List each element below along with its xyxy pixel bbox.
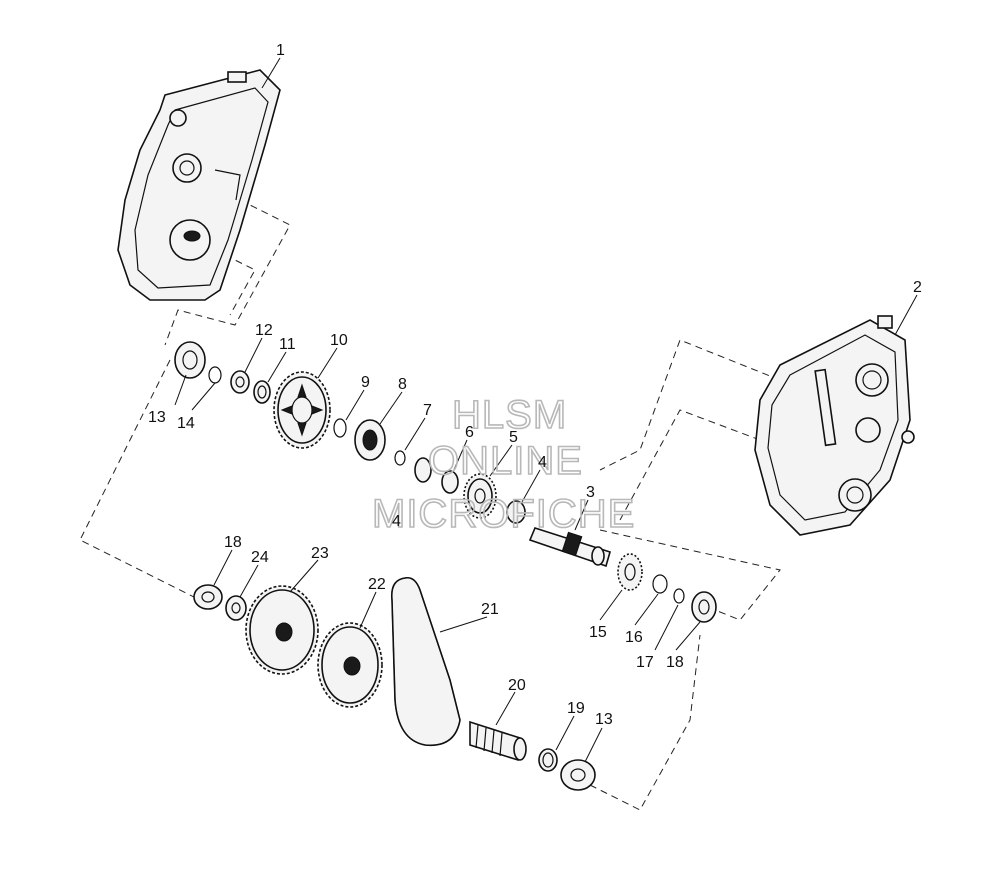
left-case-housing — [117, 69, 281, 301]
callout-16: 16 — [625, 629, 643, 646]
washer-9 — [333, 418, 347, 438]
callout-21: 21 — [481, 601, 499, 618]
ring-7 — [394, 450, 406, 466]
callout-22: 22 — [368, 576, 386, 593]
callout-12: 12 — [255, 322, 273, 339]
callout-15: 15 — [589, 624, 607, 641]
callout-18-right: 18 — [666, 654, 684, 671]
gear-5 — [463, 473, 497, 519]
gear-23 — [245, 585, 319, 675]
callout-11: 11 — [279, 336, 296, 353]
callout-7: 7 — [423, 402, 432, 419]
callout-20: 20 — [508, 677, 526, 694]
bearing-18-left — [193, 584, 223, 610]
ring-17 — [673, 588, 685, 604]
callout-24: 24 — [251, 549, 269, 566]
callout-23: 23 — [311, 545, 329, 562]
callout-5: 5 — [509, 429, 518, 446]
bearing-13-upper — [174, 341, 206, 379]
callout-1: 1 — [276, 42, 285, 59]
snap-ring-14 — [208, 366, 222, 384]
gear-15 — [617, 553, 643, 591]
washer-24 — [225, 595, 247, 621]
callout-18-left: 18 — [224, 534, 242, 551]
gear-10 — [273, 371, 331, 449]
callout-19: 19 — [567, 700, 585, 717]
callout-6: 6 — [465, 424, 474, 441]
callout-14: 14 — [177, 415, 195, 432]
callout-3: 3 — [586, 484, 595, 501]
right-case-cover — [754, 315, 915, 536]
ring-4 — [506, 500, 526, 524]
leader-lines — [174, 57, 918, 763]
chain-21 — [390, 576, 461, 747]
callout-8: 8 — [398, 376, 407, 393]
ring-19 — [538, 748, 558, 772]
watermark-line-2: ONLINE — [428, 439, 583, 483]
watermark-line-3: MICROFICHE — [372, 492, 635, 536]
callout-4-secondary: 4 — [392, 513, 401, 530]
watermark-line-1: HLSM — [452, 393, 567, 437]
shaft-3 — [528, 527, 611, 568]
assembly-lines — [79, 199, 781, 811]
watermark: HLSM ONLINE MICROFICHE — [371, 392, 635, 537]
washer-16 — [652, 574, 668, 594]
hub-8 — [354, 419, 386, 461]
spacer-12 — [230, 370, 250, 394]
callout-labels: 1 2 3 4 4 5 6 7 8 9 10 11 12 13 13 14 15… — [148, 42, 922, 728]
callout-13-upper: 13 — [148, 409, 166, 426]
bearing-13-lower — [560, 759, 596, 791]
bearing-18-right — [691, 591, 717, 623]
callout-2: 2 — [913, 279, 922, 296]
callout-10: 10 — [330, 332, 348, 349]
callout-17: 17 — [636, 654, 654, 671]
bushing-11 — [253, 380, 271, 404]
shaft-20 — [469, 720, 527, 762]
gear-22 — [317, 622, 383, 708]
callout-13-lower: 13 — [595, 711, 613, 728]
callout-9: 9 — [361, 374, 370, 391]
bushing-6 — [414, 457, 459, 494]
callout-4: 4 — [538, 454, 547, 471]
